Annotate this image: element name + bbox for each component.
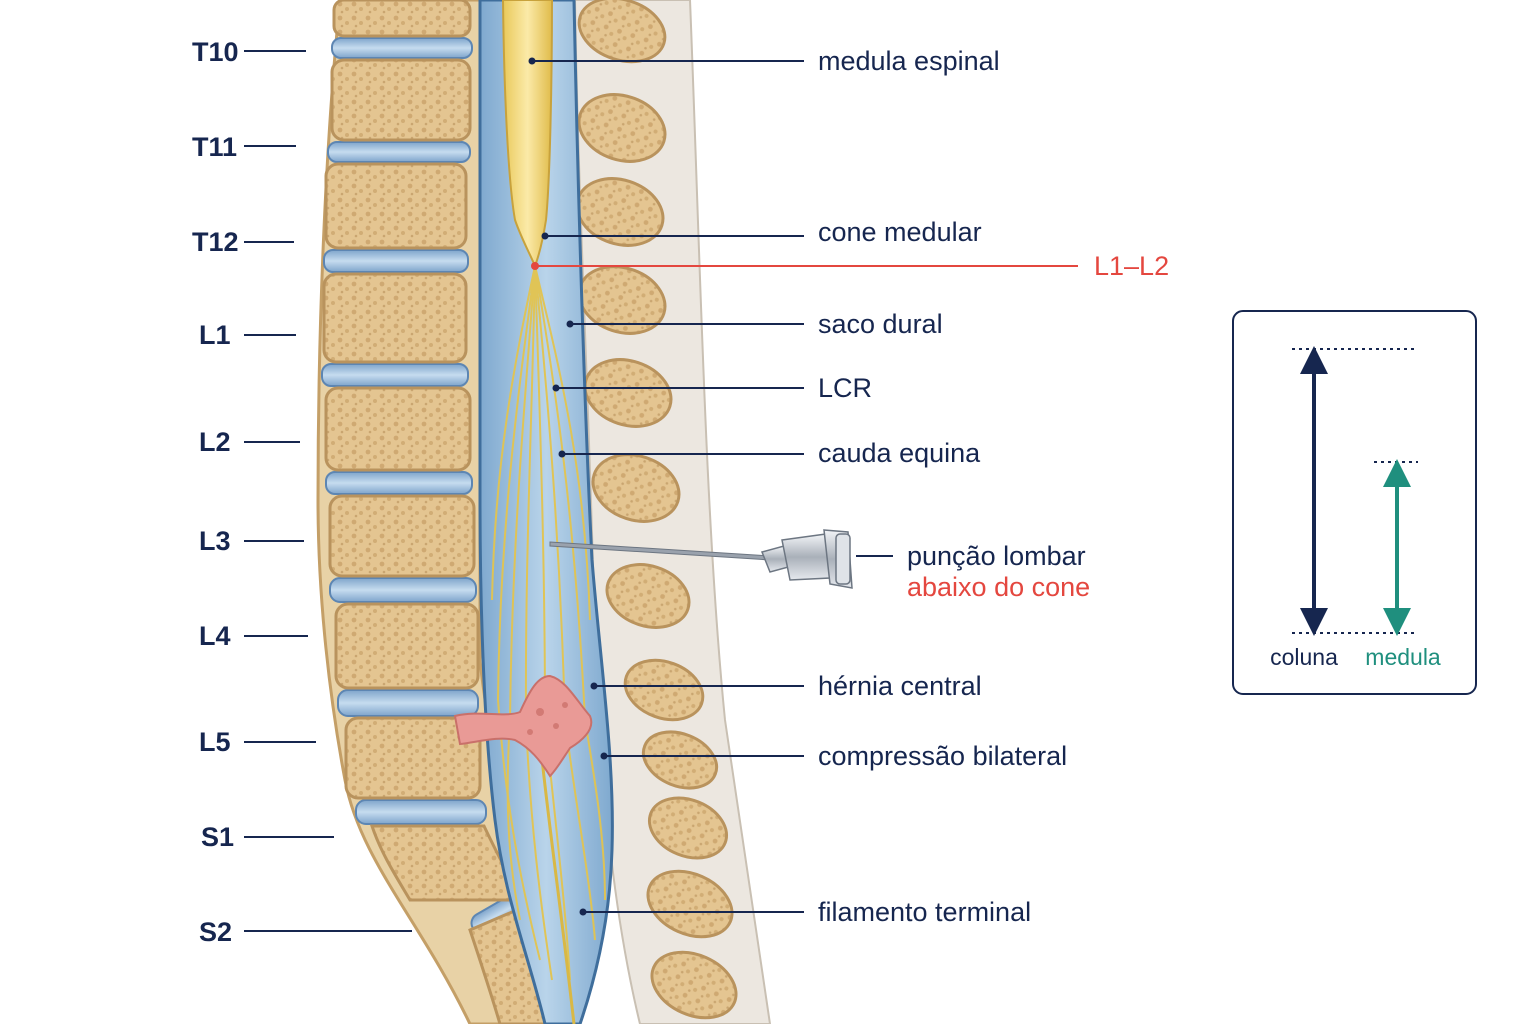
label-puncao-lombar: punção lombar — [907, 541, 1086, 571]
label-saco-dural: saco dural — [818, 309, 943, 339]
label-lcr: LCR — [818, 373, 872, 403]
vertebral-levels: T10 T11 T12 L1 L2 L3 L4 L5 S1 S2 — [192, 37, 412, 947]
legend-label-coluna: coluna — [1270, 644, 1338, 670]
level-label: L3 — [199, 526, 231, 556]
level-label: T10 — [192, 37, 239, 67]
legend-frame — [1232, 310, 1477, 695]
label-abaixo-do-cone: abaixo do cone — [907, 572, 1090, 602]
herniated-disc — [453, 674, 593, 778]
level-label: S1 — [201, 822, 234, 852]
filum-terminale — [538, 739, 576, 1024]
label-l1-l2: L1–L2 — [1094, 251, 1169, 281]
spine-illustration — [316, 0, 853, 1024]
label-compressao-bilateral: compressão bilateral — [818, 741, 1067, 771]
dural-sac — [478, 0, 614, 1024]
level-label: L5 — [199, 727, 231, 757]
label-hernia-central: hérnia central — [818, 671, 982, 701]
callouts: medula espinal cone medular L1–L2 saco d… — [528, 46, 1169, 927]
level-label: L2 — [199, 427, 231, 457]
level-label: S2 — [199, 917, 232, 947]
label-medula-espinal: medula espinal — [818, 46, 1000, 76]
spinous-processes — [575, 0, 738, 1020]
level-label: L1 — [199, 320, 231, 350]
level-label: T12 — [192, 227, 239, 257]
level-label: L4 — [199, 621, 231, 651]
label-cauda-equina: cauda equina — [818, 438, 981, 468]
level-label: T11 — [192, 132, 237, 162]
label-cone-medular: cone medular — [818, 217, 982, 247]
spinal-needle — [549, 529, 853, 589]
length-legend: coluna medula — [1232, 310, 1477, 695]
legend-label-medula: medula — [1365, 644, 1441, 670]
label-filamento-terminal: filamento terminal — [818, 897, 1031, 927]
